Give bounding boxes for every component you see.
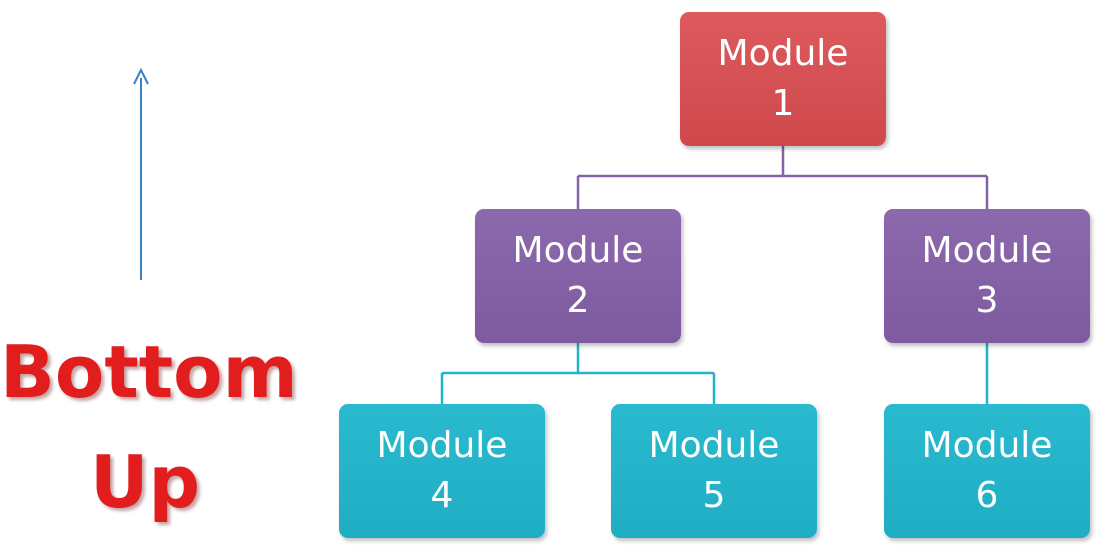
module-2-node: Module 2 (475, 209, 681, 343)
module-3-number: 3 (975, 280, 999, 321)
module-1-node: Module 1 (680, 12, 886, 146)
module-4-node: Module 4 (339, 404, 545, 538)
module-1-number: 1 (771, 83, 795, 124)
module-6-title: Module (921, 425, 1053, 467)
module-6-number: 6 (975, 475, 999, 516)
edge-m1-m2-m3 (576, 146, 989, 209)
edge-m2-m4-m5 (440, 343, 716, 404)
module-3-title: Module (921, 230, 1053, 272)
module-4-title: Module (376, 425, 508, 467)
module-3-node: Module 3 (884, 209, 1090, 343)
module-5-number: 5 (702, 475, 726, 516)
module-4-number: 4 (430, 475, 454, 516)
module-5-node: Module 5 (611, 404, 817, 538)
direction-label-up: Up (89, 440, 200, 524)
module-6-node: Module 6 (884, 404, 1090, 538)
module-2-number: 2 (566, 280, 590, 321)
module-2-title: Module (512, 230, 644, 272)
module-5-title: Module (648, 425, 780, 467)
direction-label-bottom: Bottom (0, 330, 298, 414)
up-arrow-icon (133, 67, 149, 280)
module-1-title: Module (717, 33, 849, 75)
